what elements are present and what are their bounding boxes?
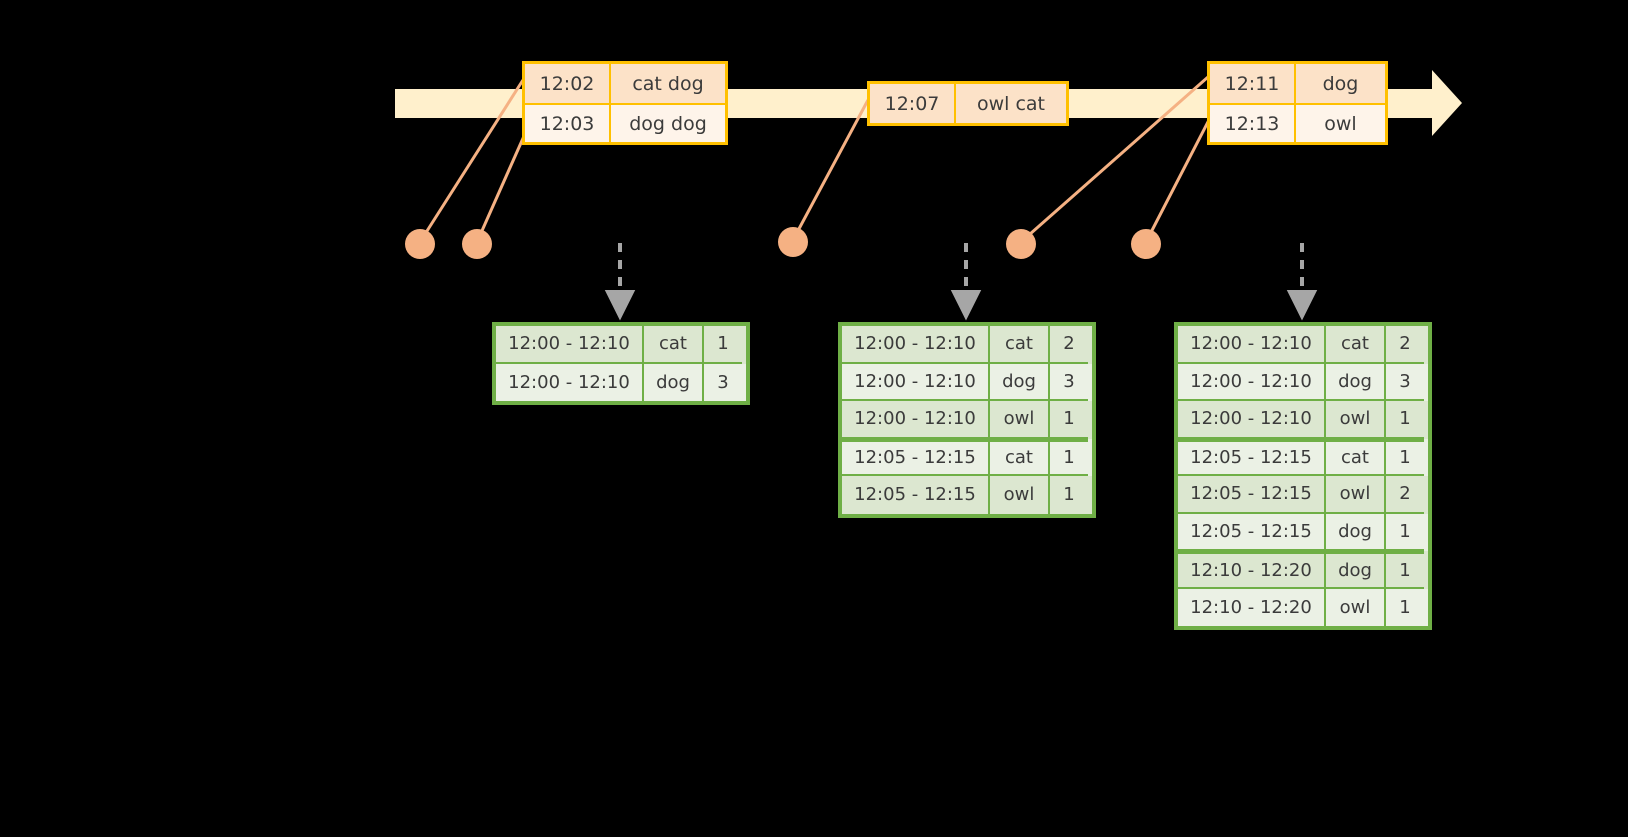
cell-count: 1	[704, 326, 742, 364]
cell-window: 12:00 - 12:10	[1178, 363, 1326, 401]
dot-2	[462, 229, 492, 259]
event-words: owl cat	[976, 92, 1046, 115]
cell-word: dog	[1326, 513, 1386, 551]
cell-window: 12:05 - 12:15	[1178, 438, 1326, 476]
cell-word: cat	[990, 326, 1050, 364]
event-words: dog dog	[629, 112, 707, 135]
table-row[interactable]: 12:00 - 12:10 cat 1	[496, 326, 746, 364]
table-row[interactable]: 12:05 - 12:15 owl 1	[842, 476, 1092, 514]
cell-count: 1	[1050, 438, 1088, 476]
event-row[interactable]: 12:03 dog dog	[525, 103, 725, 142]
event-row[interactable]: 12:11 dog	[1210, 64, 1385, 103]
cell-window: 12:10 - 12:20	[1178, 551, 1326, 589]
cell-word: cat	[644, 326, 704, 364]
dot-5	[1131, 229, 1161, 259]
cell-word: cat	[1326, 438, 1386, 476]
cell-window: 12:00 - 12:10	[496, 326, 644, 364]
result-table-2[interactable]: 12:00 - 12:10 cat 2 12:00 - 12:10 dog 3 …	[838, 322, 1096, 518]
dot-3	[778, 227, 808, 257]
cell-count: 1	[1386, 551, 1424, 589]
cell-window: 12:00 - 12:10	[842, 363, 990, 401]
event-box-group-1[interactable]: 12:02 cat dog 12:03 dog dog	[522, 61, 728, 145]
table-row[interactable]: 12:00 - 12:10 owl 1	[1178, 401, 1428, 439]
event-time: 12:03	[525, 105, 611, 142]
cell-count: 1	[1386, 401, 1424, 439]
result-table-3[interactable]: 12:00 - 12:10 cat 2 12:00 - 12:10 dog 3 …	[1174, 322, 1432, 630]
cell-window: 12:00 - 12:10	[496, 363, 644, 401]
cell-word: owl	[1326, 588, 1386, 626]
event-words: owl	[1324, 112, 1357, 135]
cell-count: 2	[1386, 476, 1424, 514]
table-row[interactable]: 12:05 - 12:15 dog 1	[1178, 513, 1428, 551]
cell-window: 12:00 - 12:10	[842, 326, 990, 364]
table-row[interactable]: 12:00 - 12:10 cat 2	[1178, 326, 1428, 364]
event-dots	[405, 227, 1161, 259]
cell-count: 1	[1050, 401, 1088, 439]
cell-word: dog	[990, 363, 1050, 401]
event-row[interactable]: 12:02 cat dog	[525, 64, 725, 103]
table-row[interactable]: 12:05 - 12:15 cat 1	[842, 438, 1092, 476]
result-table-1[interactable]: 12:00 - 12:10 cat 1 12:00 - 12:10 dog 3	[492, 322, 750, 405]
table-row[interactable]: 12:00 - 12:10 cat 2	[842, 326, 1092, 364]
dot-4	[1006, 229, 1036, 259]
event-row[interactable]: 12:07 owl cat	[870, 84, 1066, 123]
event-box-group-3[interactable]: 12:11 dog 12:13 owl	[1207, 61, 1388, 145]
cell-count: 1	[1386, 438, 1424, 476]
cell-window: 12:00 - 12:10	[842, 401, 990, 439]
table-row[interactable]: 12:00 - 12:10 owl 1	[842, 401, 1092, 439]
cell-word: owl	[1326, 476, 1386, 514]
cell-word: owl	[990, 476, 1050, 514]
event-time: 12:02	[525, 64, 611, 103]
event-time: 12:13	[1210, 105, 1296, 142]
cell-window: 12:05 - 12:15	[842, 476, 990, 514]
cell-count: 1	[1399, 596, 1411, 618]
event-words: cat dog	[632, 72, 704, 95]
cell-window: 12:05 - 12:15	[842, 438, 990, 476]
cell-count: 3	[1386, 364, 1424, 401]
table-row[interactable]: 12:00 - 12:10 dog 3	[496, 363, 746, 401]
cell-word: cat	[1326, 326, 1386, 364]
cell-count: 3	[717, 371, 729, 393]
cell-window: 12:05 - 12:15	[1178, 513, 1326, 551]
table-row[interactable]: 12:00 - 12:10 dog 3	[1178, 363, 1428, 401]
table-row[interactable]: 12:00 - 12:10 dog 3	[842, 363, 1092, 401]
cell-word: dog	[1326, 363, 1386, 401]
event-words: dog	[1322, 72, 1359, 95]
cell-word: dog	[1326, 551, 1386, 589]
cell-word: cat	[990, 438, 1050, 476]
cell-count: 2	[1386, 326, 1424, 364]
cell-window: 12:05 - 12:15	[1178, 476, 1326, 514]
table-row[interactable]: 12:05 - 12:15 cat 1	[1178, 438, 1428, 476]
cell-count: 2	[1050, 326, 1088, 364]
cell-word: owl	[990, 401, 1050, 439]
cell-word: owl	[1326, 401, 1386, 439]
event-row[interactable]: 12:13 owl	[1210, 103, 1385, 142]
cell-window: 12:00 - 12:10	[1178, 326, 1326, 364]
event-time: 12:11	[1210, 64, 1296, 103]
table-row[interactable]: 12:10 - 12:20 owl 1	[1178, 588, 1428, 626]
dot-1	[405, 229, 435, 259]
table-row[interactable]: 12:10 - 12:20 dog 1	[1178, 551, 1428, 589]
cell-word: dog	[644, 363, 704, 401]
table-row[interactable]: 12:05 - 12:15 owl 2	[1178, 476, 1428, 514]
cell-count: 3	[1050, 364, 1088, 401]
event-box-group-2[interactable]: 12:07 owl cat	[867, 81, 1069, 126]
cell-count: 1	[1063, 484, 1075, 506]
event-time: 12:07	[870, 84, 956, 123]
cell-window: 12:10 - 12:20	[1178, 588, 1326, 626]
trigger-arrows	[604, 243, 1318, 321]
cell-window: 12:00 - 12:10	[1178, 401, 1326, 439]
cell-count: 1	[1386, 514, 1424, 551]
